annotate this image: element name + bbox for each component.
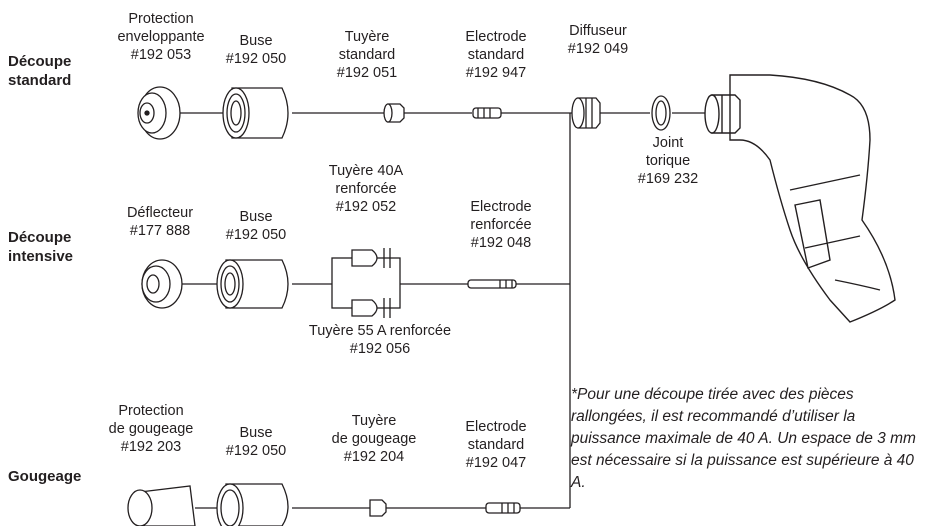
label-buse-2: Buse #192 050 [216, 208, 296, 244]
part-ref: #192 049 [567, 41, 629, 57]
buse-shape [222, 87, 289, 139]
part-ref: #192 947 [465, 65, 527, 81]
part-name: Déflecteur [126, 205, 194, 221]
electrode-renforcee-shape [467, 279, 517, 289]
part-ref: #177 888 [129, 223, 191, 239]
part-name: Joint torique [645, 135, 691, 169]
part-ref: #192 056 [349, 341, 411, 357]
label-protection-gougeage: Protection de gougeage #192 203 [96, 402, 206, 456]
label-electrode-standard-1: Electrode standard #192 947 [446, 28, 546, 82]
part-name: Buse [239, 425, 273, 441]
part-ref: #192 050 [225, 51, 287, 67]
label-tuyere-55a: Tuyère 55 A renforcée #192 056 [280, 322, 480, 358]
buse-shape-3 [216, 483, 289, 526]
label-buse-3: Buse #192 050 [216, 424, 296, 460]
tuyere-55a-shape [351, 298, 391, 318]
tuyere-standard-shape [383, 103, 405, 123]
label-tuyere-40a: Tuyère 40A renforcée #192 052 [316, 162, 416, 216]
footnote: *Pour une découpe tirée avec des pièces … [571, 386, 916, 491]
part-name: Tuyère 40A renforcée [328, 163, 404, 197]
torch-shape [704, 74, 896, 323]
row-label-gouging: Gougeage [8, 468, 82, 485]
label-tuyere-standard: Tuyère standard #192 051 [322, 28, 412, 82]
protection-gougeage-shape [127, 485, 196, 526]
part-name: Electrode standard [465, 29, 527, 63]
row-label-intensive: Découpe intensive [8, 229, 74, 265]
part-name: Electrode standard [465, 419, 527, 453]
joint-torique-shape [651, 95, 671, 131]
buse-shape-2 [216, 259, 289, 309]
electrode-standard-2-shape [485, 502, 521, 514]
part-ref: #192 050 [225, 443, 287, 459]
part-ref: #192 051 [336, 65, 398, 81]
tuyere-gougeage-shape [369, 499, 387, 517]
part-ref: #192 050 [225, 227, 287, 243]
electrode-shape [472, 107, 502, 119]
part-name: Tuyère 55 A renforcée [308, 323, 452, 339]
label-buse-1: Buse #192 050 [216, 32, 296, 68]
part-ref: #192 204 [343, 449, 405, 465]
part-ref: #192 052 [335, 199, 397, 215]
part-name: Electrode renforcée [470, 199, 532, 233]
tuyere-40a-shape [351, 248, 391, 268]
part-ref: #169 232 [637, 171, 699, 187]
part-ref: #192 053 [130, 47, 192, 63]
part-name: Protection enveloppante [117, 11, 205, 45]
label-electrode-standard-2: Electrode standard #192 047 [446, 418, 546, 472]
label-protection-enveloppante: Protection enveloppante #192 053 [96, 10, 226, 64]
label-diffuseur: Diffuseur #192 049 [548, 22, 648, 58]
label-joint-torique: Joint torique #169 232 [618, 134, 718, 188]
part-ref: #192 047 [465, 455, 527, 471]
deflecteur-shape [141, 259, 183, 309]
part-name: Protection de gougeage [108, 403, 194, 437]
part-name: Tuyère de gougeage [331, 413, 417, 447]
label-deflecteur: Déflecteur #177 888 [110, 204, 210, 240]
label-electrode-renforcee: Electrode renforcée #192 048 [446, 198, 556, 252]
part-name: Diffuseur [569, 23, 627, 39]
diffuseur-shape [571, 97, 601, 129]
part-name: Buse [239, 33, 273, 49]
part-name: Buse [239, 209, 273, 225]
part-name: Tuyère standard [338, 29, 396, 63]
protection-enveloppante-shape [137, 86, 181, 140]
part-ref: #192 203 [120, 439, 182, 455]
part-ref: #192 048 [470, 235, 532, 251]
label-tuyere-gougeage: Tuyère de gougeage #192 204 [324, 412, 424, 466]
row-label-standard: Découpe standard [8, 53, 72, 89]
